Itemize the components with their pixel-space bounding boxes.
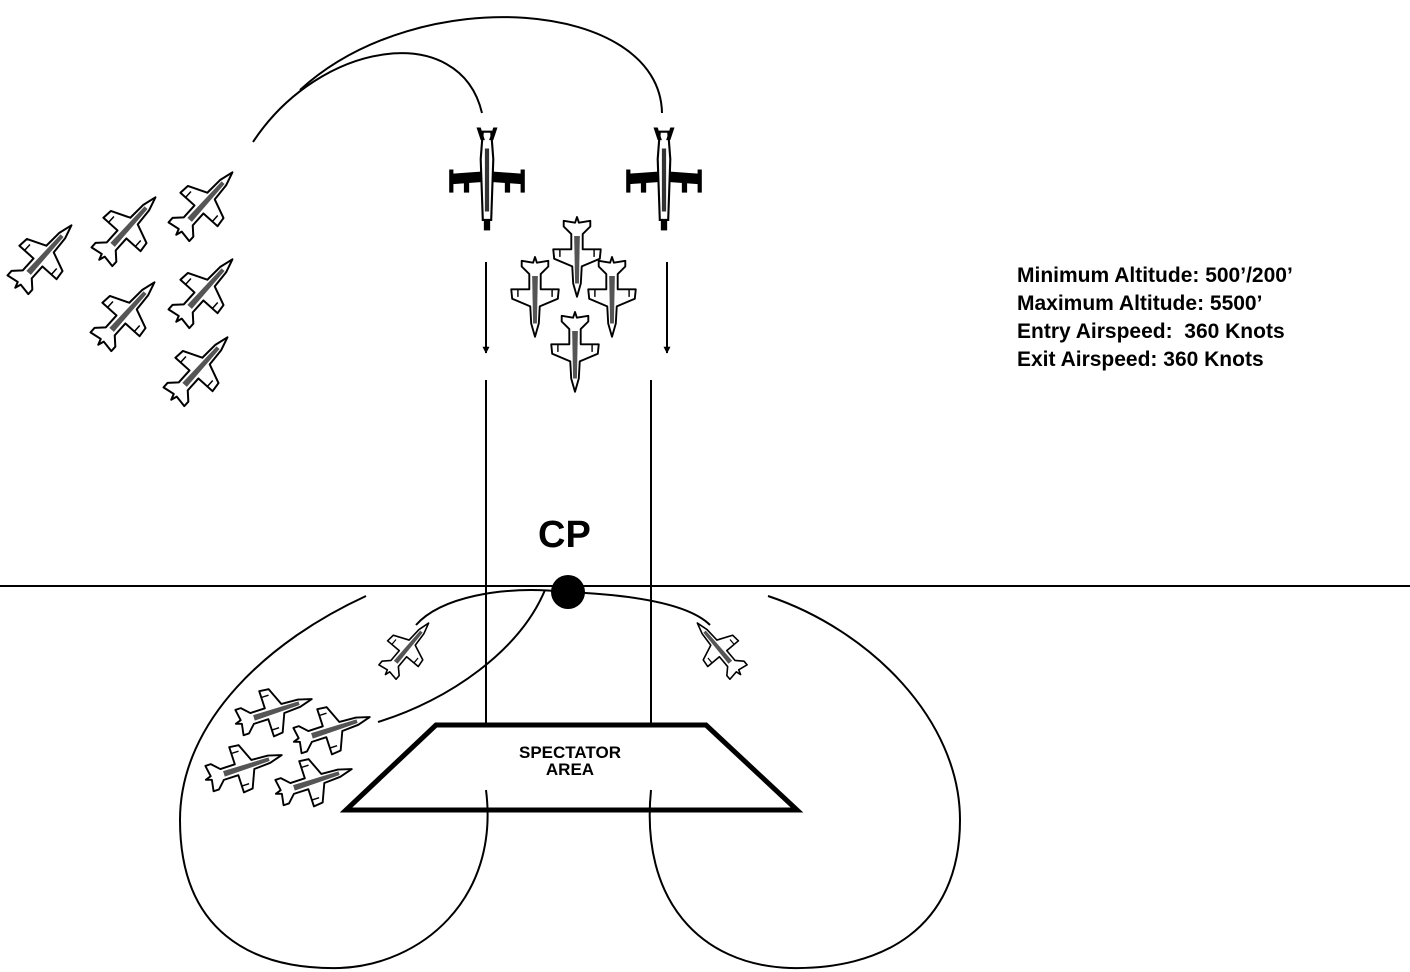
solo-jet-right-icon — [625, 126, 703, 232]
cp-curve-left-solo — [415, 589, 567, 626]
stat-entry-airspeed: Entry Airspeed: 360 Knots — [1017, 320, 1285, 343]
lower-loop-right — [648, 595, 962, 970]
solo-jet-left-icon — [448, 126, 526, 232]
solo-jet-lower-left-icon — [369, 609, 445, 689]
diamond-formation-icon — [510, 216, 637, 393]
spectator-area-line1: SPECTATOR — [518, 743, 621, 762]
center-point-label: CP — [538, 514, 591, 556]
stat-exit-airspeed: Exit Airspeed: 360 Knots — [1017, 348, 1264, 371]
center-point-dot — [551, 575, 585, 609]
entry-path-left — [252, 52, 483, 143]
spectator-area-label: SPECTATOR AREA — [470, 744, 670, 778]
cp-curve-right-solo — [565, 591, 711, 626]
stat-max-altitude: Maximum Altitude: 5500’ — [1017, 292, 1263, 315]
lower-formation-icon — [197, 675, 379, 818]
stat-min-altitude: Minimum Altitude: 500’/200’ — [1017, 264, 1293, 287]
entry-path-right — [299, 16, 663, 114]
lower-loop-left — [178, 595, 489, 970]
spectator-area-outline — [339, 722, 804, 813]
spectator-area-line2: AREA — [545, 760, 595, 779]
solo-jet-lower-right-icon — [681, 609, 757, 689]
maneuver-stats: Minimum Altitude: 500’/200’ Maximum Alti… — [1017, 262, 1293, 374]
cp-curve-formation — [377, 589, 546, 723]
delta-formation-icon — [0, 154, 253, 418]
